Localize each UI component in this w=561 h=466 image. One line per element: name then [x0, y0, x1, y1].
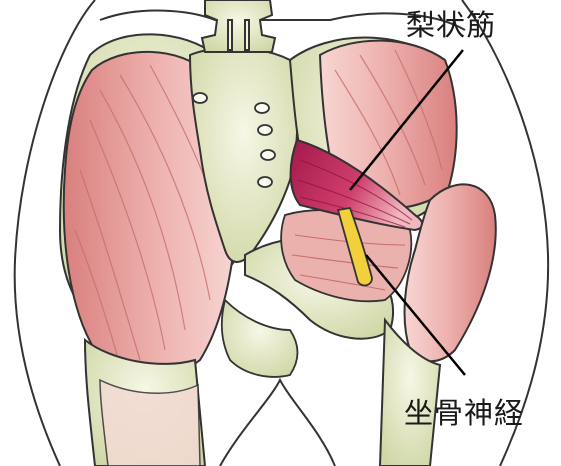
lower-pelvis	[222, 300, 298, 377]
left-thigh-muscle	[100, 380, 200, 466]
sciatic-nerve-label: 坐骨神経	[404, 390, 524, 432]
piriformis-label: 梨状筋	[406, 2, 496, 44]
lumbar-vertebrae	[202, 0, 275, 52]
